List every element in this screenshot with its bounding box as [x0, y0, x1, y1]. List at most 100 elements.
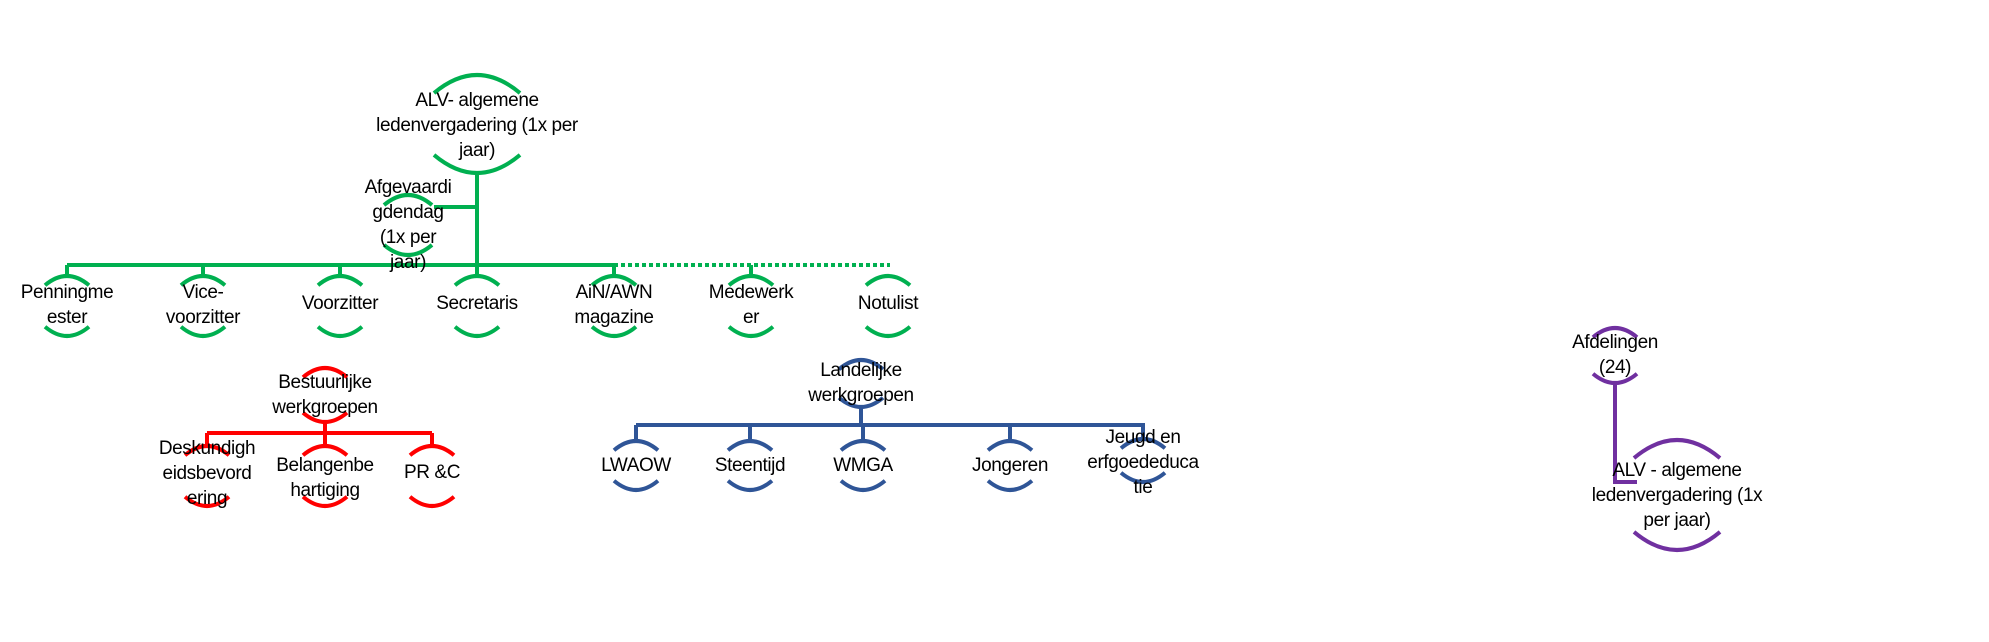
prc-bottom-arc [408, 495, 456, 508]
node-notulist: Notulist [857, 291, 919, 316]
wmga-top-arc [839, 439, 887, 452]
node-label-line: er [742, 307, 760, 328]
node-belangenbehartiging: Belangenbe hartiging [276, 453, 374, 503]
node-label-line: AiN/AWN [575, 282, 653, 303]
alv_afdelingen-bottom-arc [1632, 530, 1722, 552]
node-alv-top: ALV- algemene ledenvergadering (1x per jaa… [376, 88, 578, 163]
afgevaardigdendag-bottom-arc [382, 243, 434, 257]
notulist-top-arc [864, 274, 912, 287]
node-label-line: WMGA [833, 455, 893, 476]
node-label-line: (1x per [379, 227, 437, 248]
jongeren-bottom-arc [986, 479, 1034, 492]
node-label-line: Penningme [20, 282, 114, 303]
afgevaardigdendag-top-arc [382, 193, 434, 207]
node-steentijd: Steentijd [714, 453, 786, 478]
vicevoorzitter-top-arc [179, 274, 227, 287]
node-medewerker: Medewerk er [708, 280, 794, 330]
jeugd-top-arc [1119, 437, 1167, 450]
wmga-bottom-arc [839, 479, 887, 492]
penningmeester-top-arc [43, 274, 91, 287]
node-label-line: Vice- [182, 282, 224, 303]
medewerker-top-arc [727, 274, 775, 287]
alv_top-bottom-arc [432, 153, 522, 175]
node-label-line: hartiging [290, 480, 360, 501]
belangenbehartiging-bottom-arc [301, 495, 349, 508]
node-label-line: Jeugd en [1105, 427, 1181, 448]
node-label-line: gdendag [372, 202, 444, 223]
bestuurlijke-bottom-arc [301, 411, 349, 424]
node-label-line: Landelijke [820, 360, 902, 381]
medewerker-bottom-arc [727, 325, 775, 338]
node-label-line: ering [186, 488, 228, 509]
node-label-line: Medewerk [708, 282, 794, 303]
node-label-line: Secretaris [436, 293, 518, 314]
node-jongeren: Jongeren [972, 453, 1048, 478]
alv_afdelingen-top-arc [1632, 438, 1722, 460]
node-label-line: tie [1133, 477, 1153, 498]
node-label-line: ALV- algemene [415, 90, 539, 111]
jeugd-bottom-arc [1119, 471, 1167, 484]
steentijd-bottom-arc [726, 479, 774, 492]
voorzitter-bottom-arc [316, 325, 364, 338]
node-label-line: (24) [1598, 357, 1632, 378]
steentijd-top-arc [726, 439, 774, 452]
node-label-line: ester [46, 307, 88, 328]
node-label-line: Voorzitter [301, 293, 379, 314]
voorzitter-top-arc [316, 274, 364, 287]
node-afdelingen: Afdelingen (24) [1572, 330, 1658, 380]
node-label-line: magazine [574, 307, 654, 328]
node-label-line: Afdelingen [1572, 332, 1658, 353]
node-label-line: Belangenbe [276, 455, 374, 476]
node-label-line: werkgroepen [272, 397, 378, 418]
node-bestuurlijke: Bestuurlijke werkgroepen [272, 370, 378, 420]
belangenbehartiging-top-arc [301, 444, 349, 457]
penningmeester-bottom-arc [43, 325, 91, 338]
notulist-bottom-arc [864, 325, 912, 338]
node-label-line: ledenvergadering (1x [1591, 485, 1763, 506]
node-label-line: werkgroepen [808, 385, 914, 406]
node-label-line: PR &C [403, 462, 461, 483]
deskundigheid-top-arc [183, 444, 231, 457]
node-label-line: Steentijd [714, 455, 786, 476]
node-alv-afdelingen: ALV - algemene ledenvergadering (1x per ja… [1592, 458, 1763, 533]
node-label-line: erfgoededuca [1087, 452, 1199, 473]
deskundigheid-bottom-arc [183, 495, 231, 508]
node-wmga: WMGA [833, 453, 893, 478]
lwaow-top-arc [612, 439, 660, 452]
secretaris-top-arc [453, 274, 501, 287]
bestuurlijke-top-arc [301, 366, 349, 379]
node-label-line: jaar) [458, 140, 495, 161]
node-label-line: Notulist [857, 293, 919, 314]
node-ain-awn: AiN/AWN magazine [574, 280, 654, 330]
node-label-line: voorzitter [165, 307, 241, 328]
prc-top-arc [408, 444, 456, 457]
ain_awn-top-arc [590, 274, 638, 287]
afdelingen-bottom-arc [1591, 372, 1639, 385]
vicevoorzitter-bottom-arc [179, 325, 227, 338]
node-jeugd: Jeugd en erfgoededuca tie [1087, 425, 1199, 500]
node-secretaris: Secretaris [436, 291, 518, 316]
node-label-line: LWAOW [601, 455, 671, 476]
node-vicevoorzitter: Vice-voorzitter [165, 280, 241, 330]
node-label-line: Bestuurlijke [278, 372, 372, 393]
node-label-line: ALV - algemene [1612, 460, 1742, 481]
alv_top-top-arc [432, 73, 522, 95]
ain_awn-bottom-arc [590, 325, 638, 338]
node-label-line: per jaar) [1643, 510, 1711, 531]
node-prc: PR &C [404, 460, 460, 485]
node-label-line: jaar) [389, 252, 426, 273]
node-voorzitter: Voorzitter [301, 291, 379, 316]
lwaow-bottom-arc [612, 479, 660, 492]
node-label-line: Jongeren [971, 455, 1049, 476]
node-lwaow: LWAOW [601, 453, 671, 478]
node-label-line: eidsbevord [162, 463, 252, 484]
node-label-line: ledenvergadering (1x per [376, 115, 578, 136]
node-penningmeester: Penningme ester [21, 280, 114, 330]
landelijke-top-arc [837, 358, 885, 371]
node-label-line: Afgevaardi [364, 177, 452, 198]
secretaris-bottom-arc [453, 325, 501, 338]
node-afgevaardigdendag: Afgevaardi gdendag (1x per jaar) [365, 175, 452, 275]
